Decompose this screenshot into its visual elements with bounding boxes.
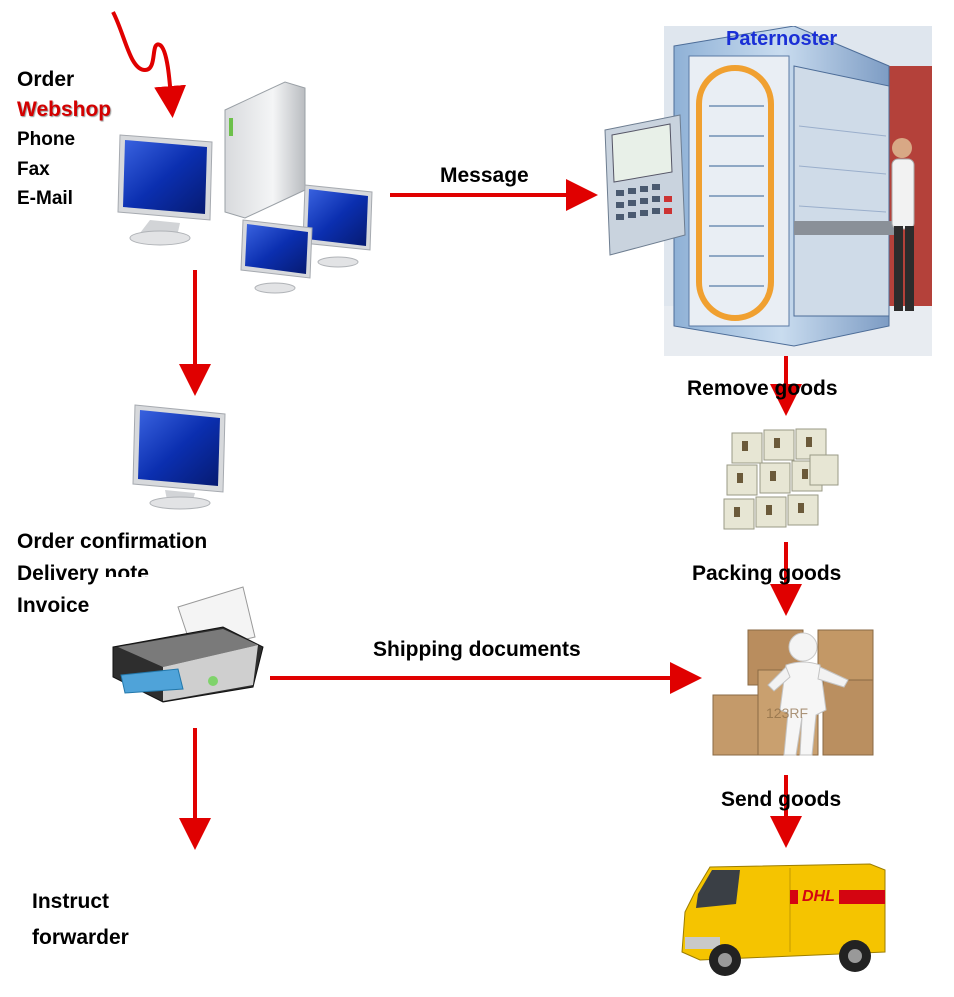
paternoster-illustration — [664, 26, 932, 356]
order-title: Order — [17, 68, 75, 91]
paternoster-label: Paternoster — [726, 28, 838, 50]
forwarder-line-1: Instruct — [32, 890, 110, 913]
message-label: Message — [440, 164, 529, 187]
paternoster-machine — [664, 26, 932, 356]
dhl-logo: DHL — [798, 888, 839, 906]
packed-boxes-icon: 123RF — [708, 625, 878, 760]
monitor-icon — [132, 404, 226, 510]
channel-webshop: Webshop — [17, 98, 112, 121]
channel-email: E-Mail — [17, 188, 73, 209]
remove-goods-label: Remove goods — [687, 377, 838, 400]
boxes-watermark: 123RF — [766, 705, 809, 721]
send-goods-label: Send goods — [721, 788, 842, 811]
printer-icon — [103, 577, 268, 707]
doc-order-confirmation: Order confirmation — [17, 530, 208, 553]
channel-fax: Fax — [17, 159, 50, 180]
packed-boxes-illustration — [712, 629, 874, 756]
control-panel-icon — [604, 114, 686, 256]
shipping-documents-label: Shipping documents — [373, 638, 581, 661]
dhl-van: DHL — [640, 852, 920, 982]
doc-invoice: Invoice — [17, 594, 90, 617]
goods-icon — [723, 428, 839, 530]
forwarder-line-2: forwarder — [32, 926, 129, 949]
network-computers-icon — [117, 81, 373, 294]
incoming-order-arrow — [111, 11, 187, 118]
dhl-van-illustration — [681, 863, 886, 976]
packing-goods-label: Packing goods — [692, 562, 842, 585]
channel-phone: Phone — [17, 129, 76, 150]
